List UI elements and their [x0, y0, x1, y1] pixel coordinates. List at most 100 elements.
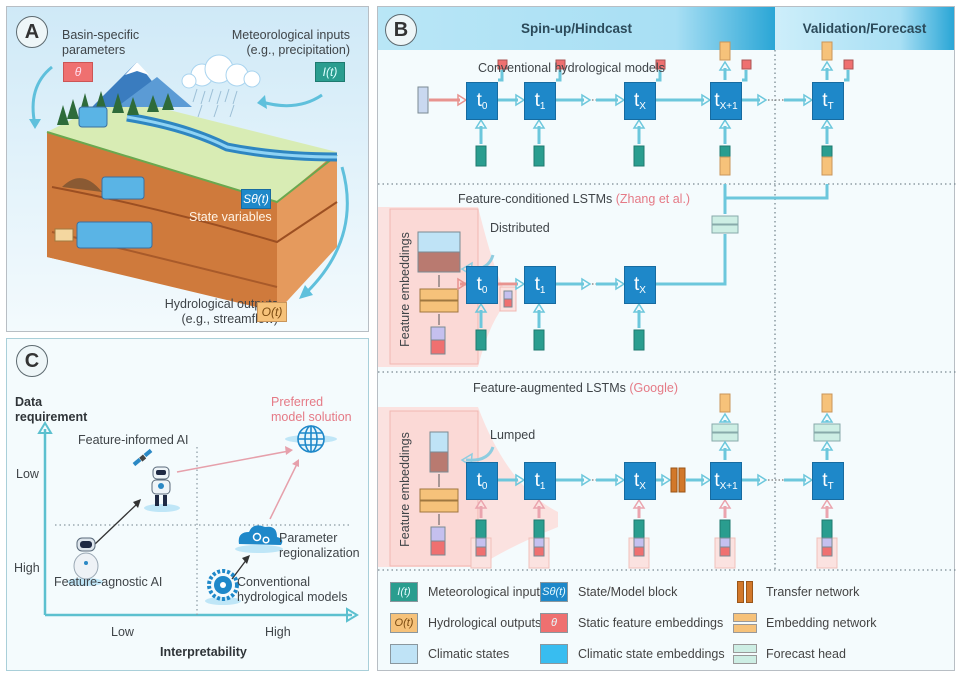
theta-arrow [556, 70, 562, 82]
time-step-subscript: 0 [481, 284, 488, 296]
row2-title-text: Feature-conditioned LSTMs [458, 192, 613, 206]
state-arrow-head [515, 473, 526, 487]
meteo-input-bar [633, 329, 645, 351]
state-arrow-head [701, 93, 712, 107]
state-arrow-head [615, 473, 626, 487]
feature-embeddings-label: Feature embeddings [397, 232, 412, 347]
state-arrow-head [615, 277, 626, 291]
embedding-input-bar [719, 537, 731, 548]
param-regionalization-label-1: Parameter [279, 531, 338, 545]
satellite-icon [132, 448, 153, 467]
meteo-input-bar [821, 519, 833, 539]
legend-swatch: O(t) [390, 613, 418, 633]
conventional-label-1: Conventional [237, 575, 310, 589]
input-arrow-head [474, 302, 488, 313]
header-spinup-hindcast: Spin-up/Hindcast [521, 21, 632, 36]
state-arrow-head [701, 473, 712, 487]
transfer-network-bar [670, 467, 678, 493]
time-step-subscript: 1 [539, 100, 546, 112]
feature-informed-label: Feature-informed AI [78, 433, 189, 447]
legend-swatch: Sθ(t) [540, 582, 568, 602]
input-arrow-head [718, 498, 732, 509]
time-step-subscript: T [827, 100, 834, 112]
legend-item: Climatic state embeddings [540, 644, 725, 664]
header-validation-forecast: Validation/Forecast [802, 21, 927, 36]
time-step-label: t [534, 90, 540, 111]
row3-citation: (Google) [629, 381, 678, 395]
surface-reservoir [78, 106, 108, 128]
panel-c-badge: C [16, 345, 48, 377]
embedding-token-top [503, 290, 513, 300]
legend-label: Climatic states [428, 647, 510, 661]
meteo-input-bar [475, 329, 487, 351]
soil-reservoir [101, 176, 145, 200]
embedding-bottom [430, 540, 446, 556]
panel-a-hydrological-cycle: A Basin-specific parameters θ Meteorolog… [6, 6, 369, 332]
head-to-output-arrow [725, 184, 829, 200]
preferred-label-2: model solution [271, 410, 352, 424]
landscape-illustration [29, 54, 349, 312]
climatic-states-block [417, 231, 461, 253]
embedding-token-bottom [503, 298, 513, 308]
theta-symbol-box: θ [63, 62, 93, 82]
output-bar [719, 393, 731, 413]
state-arrow-head [581, 93, 592, 107]
meteo-input-bar [633, 145, 645, 167]
head-arrow-head [820, 440, 834, 451]
time-step-label: t [714, 90, 720, 111]
time-step-label: t [634, 470, 640, 491]
theta-param-box [655, 59, 666, 70]
forecast-head-layer [813, 423, 841, 433]
cloud-gears-icon [235, 525, 283, 553]
row2-title: Feature-conditioned LSTMs (Zhang et al.) [458, 192, 690, 207]
transfer-network-bar [678, 467, 686, 493]
forecast-head-layer [711, 423, 739, 433]
y-axis-title-2: requirement [15, 410, 88, 424]
embedding-input-bar [633, 537, 645, 548]
soil-side-face [277, 155, 337, 312]
input-arrow-head [820, 118, 834, 129]
theta-param-box [497, 59, 508, 70]
time-step-subscript: 1 [539, 480, 546, 492]
state-arrow-head [661, 473, 672, 487]
input-arrow-head [632, 498, 646, 509]
groundwater-reservoir [76, 221, 153, 249]
hydro-outputs-label-1: Hydrological outputs [164, 297, 278, 311]
legend-label: Meteorological inputs [428, 585, 547, 599]
architecture-diagram [378, 41, 956, 571]
time-step-subscript: X+1 [719, 100, 738, 112]
grass-surface [47, 97, 337, 202]
meteo-input-bar [533, 145, 545, 167]
time-step-subscript: 1 [539, 284, 546, 296]
quadrant-chart [37, 421, 359, 623]
legend-label: State/Model block [578, 585, 678, 599]
theta-param-box [741, 59, 752, 70]
meteo-input-bar [533, 519, 545, 539]
output-arrow-head [820, 60, 834, 71]
time-step-label: t [476, 470, 482, 491]
legend-label: Forecast head [766, 647, 846, 661]
time-step-label: t [822, 90, 828, 111]
time-step-subscript: X [639, 480, 646, 492]
panel-b-model-architectures: B Spin-up/Hindcast Validation/Forecast [377, 6, 956, 671]
legend-label: Transfer network [766, 585, 860, 599]
meteo-input-bar [719, 519, 731, 539]
static-input-bar [633, 546, 645, 557]
basin-params-label-2: parameters [62, 43, 126, 57]
state-arrow-head [803, 473, 814, 487]
time-step-subscript: T [827, 480, 834, 492]
legend-label: Static feature embeddings [578, 616, 724, 630]
output-arrow-head [820, 412, 834, 423]
panel-a-badge: A [16, 16, 48, 48]
time-step-label: t [634, 90, 640, 111]
theta-param-box [555, 59, 566, 70]
time-step-subscript: 0 [481, 100, 488, 112]
legend-label: Hydrological outputs [428, 616, 542, 630]
meteo-input-bar [533, 329, 545, 351]
output-bar [719, 41, 731, 61]
input-arrow-head [474, 118, 488, 129]
rain-cloud-icon [181, 54, 261, 89]
input-arrow-head [532, 498, 546, 509]
